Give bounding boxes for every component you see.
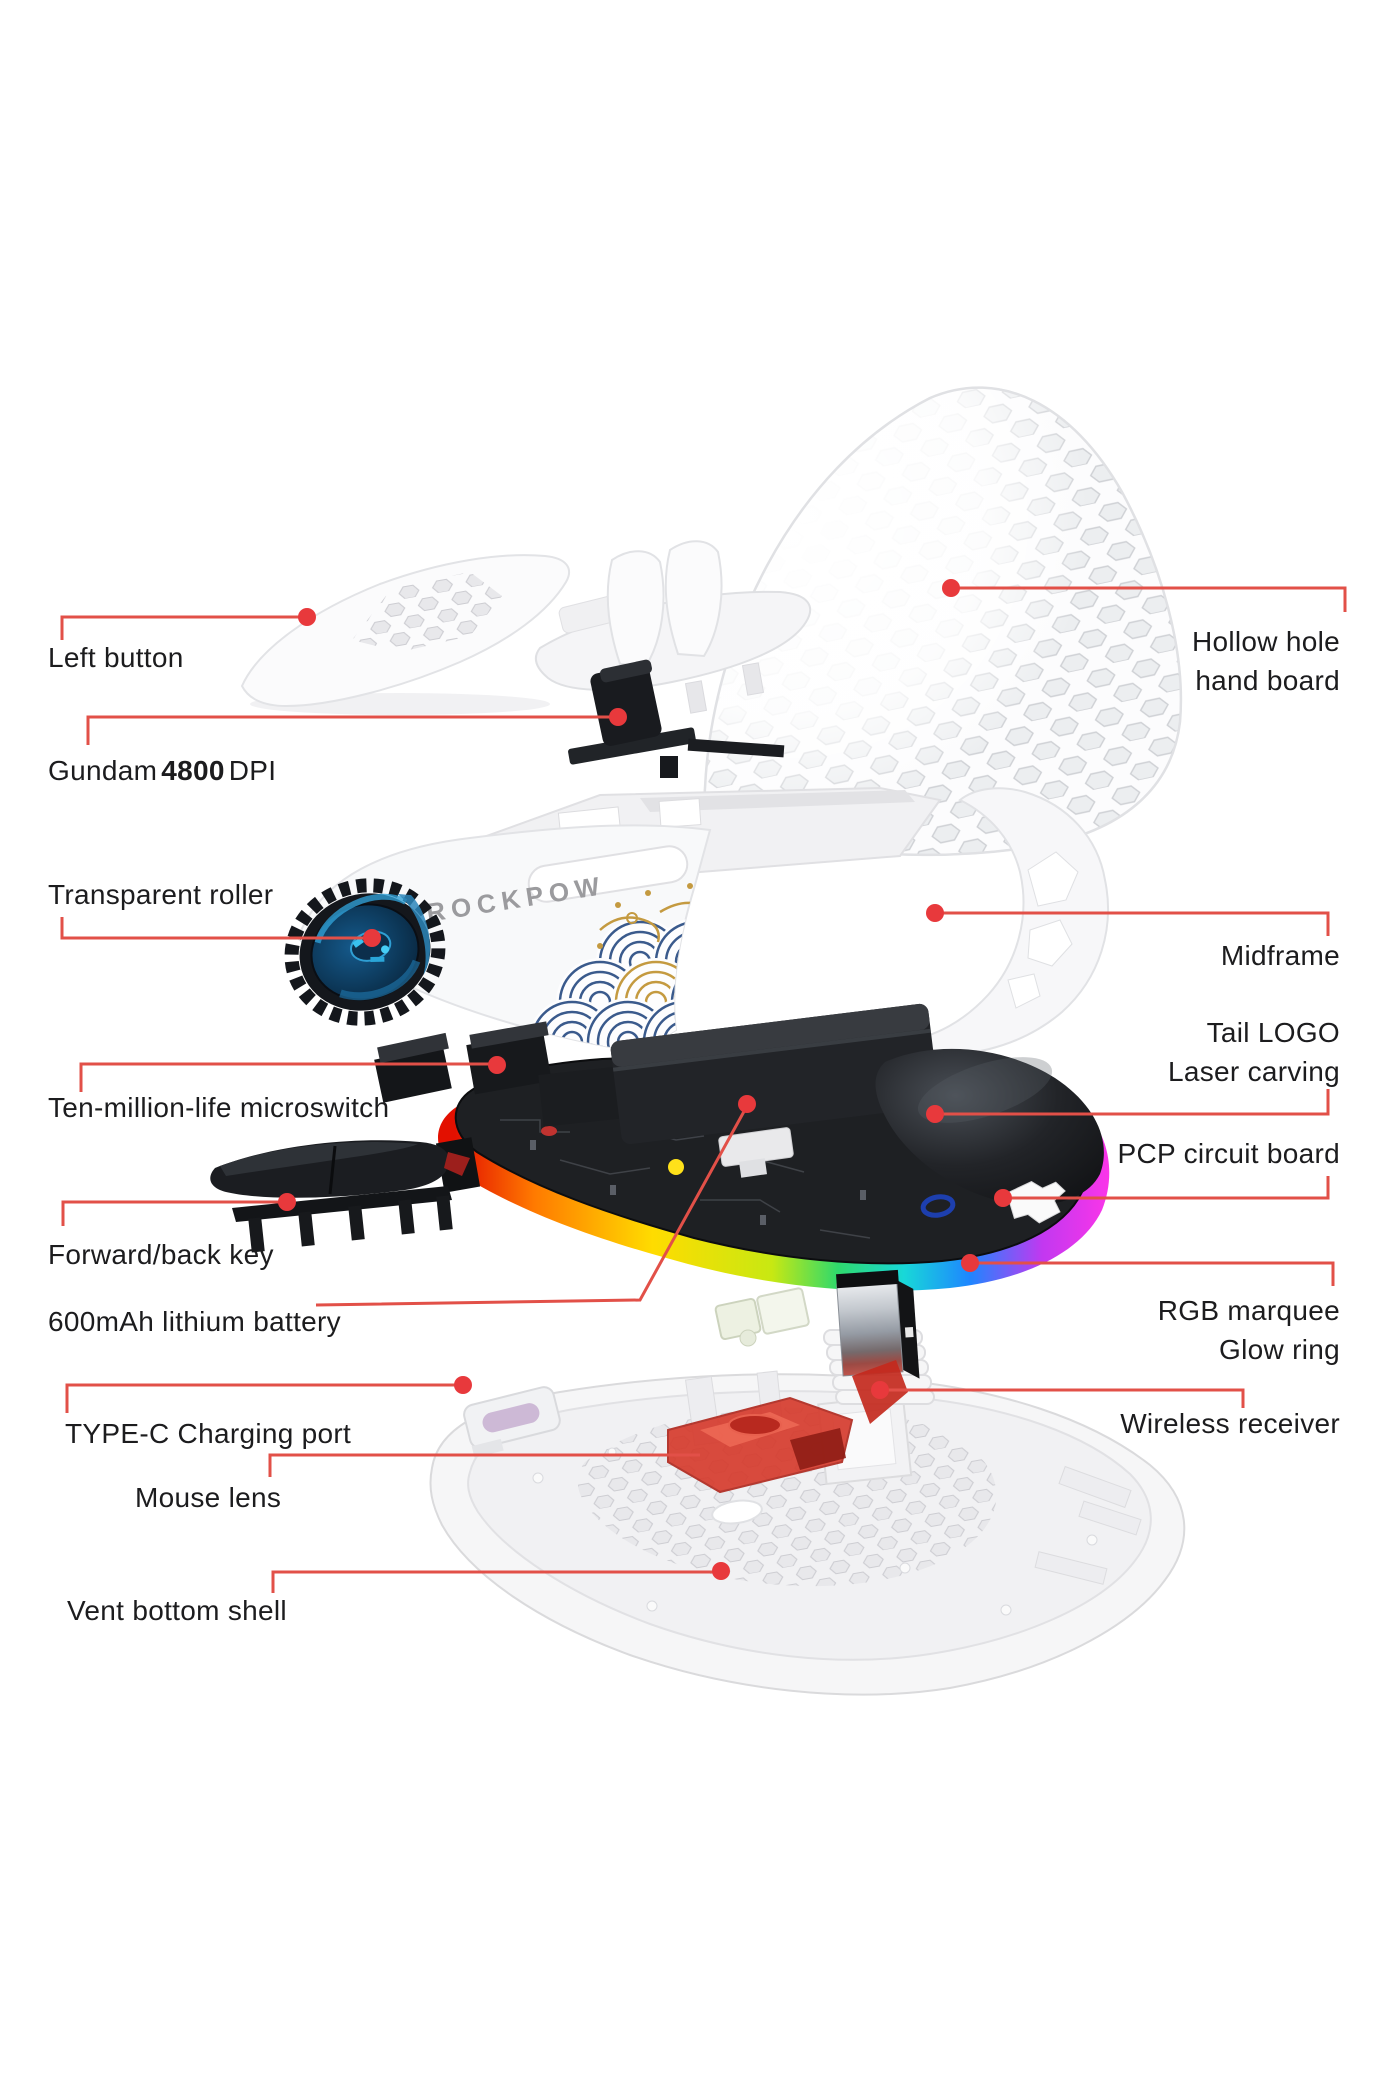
- leader-rgb-ring: [970, 1261, 1335, 1286]
- label-midframe: Midframe: [1220, 940, 1340, 971]
- label-left-button: Left button: [48, 642, 184, 673]
- label-tail-logo-line1: Tail LOGO: [1206, 1017, 1340, 1048]
- dpi-suffix: DPI: [228, 755, 277, 786]
- lithium-battery-part: [610, 1003, 939, 1145]
- wireless-receiver-part: [823, 1269, 935, 1405]
- leader-lines: [60, 586, 1347, 1593]
- leader-hollow-hole: [951, 586, 1347, 612]
- transparent-roller-part: [284, 878, 446, 1026]
- forward-back-key-part: [210, 1140, 470, 1253]
- label-pcp-board: PCP circuit board: [1117, 1138, 1340, 1169]
- button-frame-part: [534, 540, 812, 714]
- leader-left-button: [60, 615, 307, 640]
- label-hollow-hole-line1: Hollow hole: [1191, 626, 1340, 657]
- leader-roller: [60, 917, 372, 940]
- label-forward-back-key: Forward/back key: [48, 1239, 274, 1270]
- label-tail-logo-line2: Laser carving: [1168, 1056, 1340, 1087]
- label-rgb-ring: RGB marquee Glow ring: [1158, 1291, 1340, 1369]
- pcb-assembly: [374, 1003, 1110, 1291]
- leader-mouse-lens: [268, 1453, 700, 1477]
- leader-battery: [315, 1105, 749, 1307]
- microswitch-part: [374, 1021, 552, 1193]
- label-transparent-roller: Transparent roller: [48, 879, 274, 910]
- label-type-c: TYPE-C Charging port: [65, 1418, 352, 1449]
- dpi-prefix: Gundam: [48, 755, 158, 786]
- leader-dpi: [86, 715, 618, 745]
- label-vent-bottom-shell: Vent bottom shell: [67, 1595, 287, 1626]
- label-wireless-receiver: Wireless receiver: [1120, 1408, 1340, 1439]
- dpi-switch-part: [568, 659, 785, 778]
- label-hollow-hole-hand-board: Hollow hole hand board: [1192, 622, 1340, 700]
- label-hollow-hole-line2: hand board: [1195, 665, 1340, 696]
- leader-wireless: [880, 1388, 1245, 1408]
- leader-microswitch: [79, 1062, 497, 1092]
- label-tail-logo: Tail LOGO Laser carving: [1168, 1013, 1340, 1091]
- label-microswitch: Ten-million-life microswitch: [48, 1092, 390, 1123]
- label-rgb-line2: Glow ring: [1219, 1334, 1340, 1365]
- leader-midframe: [935, 911, 1330, 936]
- leader-type-c: [65, 1383, 463, 1413]
- leader-forward-back: [61, 1200, 287, 1226]
- dpi-value: 4800: [161, 755, 225, 786]
- tail-cover-part: [875, 1048, 1104, 1205]
- leader-dots: [278, 579, 1012, 1580]
- leader-tail-logo: [935, 1089, 1330, 1116]
- mouse-lens-part: [667, 1360, 908, 1494]
- label-rgb-line1: RGB marquee: [1157, 1295, 1340, 1326]
- label-mouse-lens: Mouse lens: [135, 1482, 282, 1513]
- type-c-port-part: [463, 1386, 561, 1458]
- label-battery: 600mAh lithium battery: [48, 1306, 341, 1337]
- encoder-clip-part: [714, 1287, 810, 1347]
- left-button-part: [240, 554, 571, 715]
- leader-vent-shell: [271, 1570, 721, 1593]
- leader-pcp-board: [1003, 1176, 1330, 1200]
